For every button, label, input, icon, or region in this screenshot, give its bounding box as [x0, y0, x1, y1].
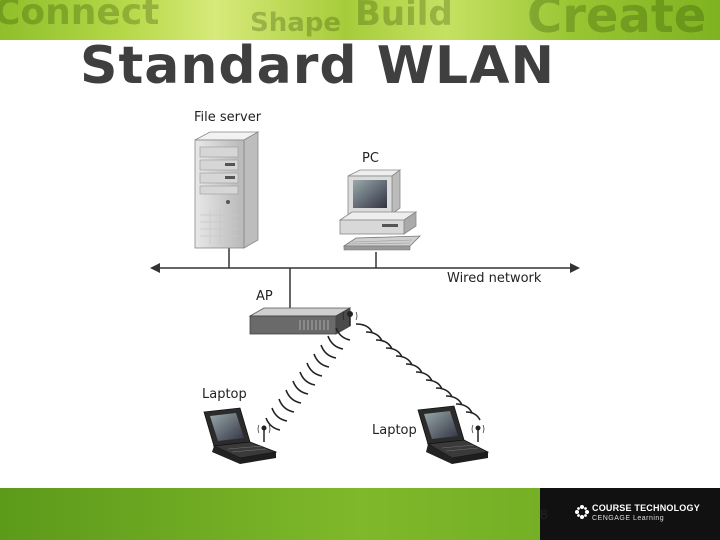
radio-waves-left — [265, 327, 351, 431]
pc-icon — [338, 169, 421, 251]
laptop-left-icon — [203, 407, 278, 464]
cengage-star-icon — [575, 505, 589, 519]
page-number: 8 — [540, 506, 548, 522]
slide-title: Standard WLAN — [80, 36, 555, 96]
publisher-logo-box — [540, 488, 720, 540]
label-pc: PC — [362, 151, 379, 166]
file-server-icon — [194, 131, 260, 249]
access-point-icon — [248, 307, 358, 335]
label-file-server: File server — [194, 110, 262, 125]
label-laptop-right: Laptop — [372, 423, 417, 438]
top-banner: Connect Shape Build Create — [0, 0, 720, 40]
banner-word-build: Build — [355, 0, 453, 34]
laptop-right-icon — [417, 405, 490, 464]
banner-word-shape: Shape — [250, 8, 342, 38]
label-laptop-left: Laptop — [202, 387, 247, 402]
label-ap: AP — [256, 289, 273, 304]
footer-bar — [0, 488, 720, 540]
wired-network-line — [150, 248, 580, 312]
banner-word-connect: Connect — [0, 0, 160, 33]
banner-word-create: Create — [527, 0, 707, 40]
radio-waves-right — [355, 323, 481, 421]
logo-course-technology: COURSE TECHNOLOGY — [592, 503, 700, 513]
label-wired-network: Wired network — [447, 271, 542, 286]
logo-cengage-learning: CENGAGE Learning — [592, 515, 665, 522]
